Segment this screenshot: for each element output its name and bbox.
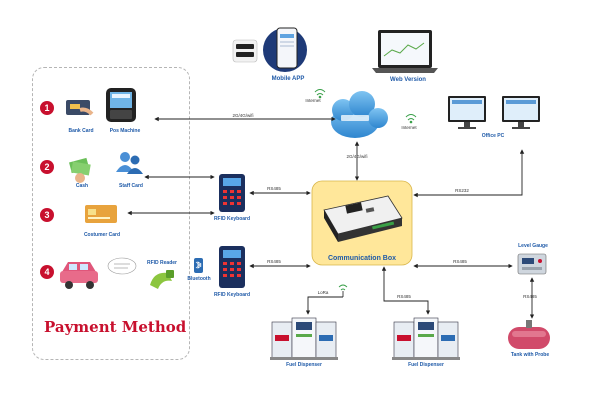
fuel-dispenser-1-icon (270, 317, 338, 360)
communication-box-label: Communication Box (327, 255, 397, 262)
connector-arrows (127, 116, 535, 319)
fuel-dispenser-2-label: Fuel Dispenser (408, 362, 444, 368)
mobile-phone-icon (232, 27, 307, 72)
lora-antenna-icon (338, 284, 348, 297)
rs485-link-2-label: RS485 (267, 259, 281, 264)
laptop-icon (372, 30, 438, 73)
bank-card-icon (66, 100, 94, 116)
staff-card-label: Staff Card (119, 183, 143, 189)
step-number-3: 3 (40, 208, 54, 222)
rs485-tank-link-label: RS485 (523, 294, 537, 299)
wifi-right-icon (405, 114, 417, 124)
bluetooth-label: Bluetooth (187, 276, 211, 282)
fuel-dispenser-1-label: Fuel Dispenser (286, 362, 322, 368)
car-icon (60, 262, 98, 289)
step-number-1: 1 (40, 101, 54, 115)
tank-icon (508, 320, 550, 349)
rfid-keyboard-1-icon (219, 174, 245, 212)
wifi-left-icon (314, 89, 326, 99)
customer-card-label: Costumer Card (83, 232, 121, 238)
staff-card-icon (116, 152, 143, 174)
rfid-keyboard-2-icon (219, 246, 245, 288)
rs485-link-1-label: RS485 (267, 186, 281, 191)
rfid-keyboard-2-label: RFID Keyboard (213, 292, 251, 298)
rs232-link-label: RS232 (455, 188, 469, 193)
rfid-keyboard-1-label: RFID Keyboard (213, 216, 251, 222)
cash-label: Cash (75, 183, 89, 189)
speech-bubble-icon (107, 257, 137, 275)
level-gauge-label: Level Gauge (518, 243, 548, 249)
network-label-vertical: 2G/4G/wifi (346, 154, 368, 159)
web-version-label: Web Version (390, 77, 426, 83)
internet-left-label: Internet (305, 98, 321, 103)
pos-machine-label: Pos Machine (109, 128, 141, 134)
fuel-dispenser-2-icon (392, 317, 460, 360)
cloud-server-icon (331, 91, 388, 138)
communication-box (311, 180, 413, 266)
rfid-reader-icon (150, 270, 174, 289)
cash-icon (69, 157, 91, 183)
bank-card-label: Bank Card (68, 128, 94, 134)
step-number-2: 2 (40, 160, 54, 174)
step-number-4: 4 (40, 265, 54, 279)
office-pc-label: Office PC (481, 133, 505, 139)
level-gauge-icon (517, 253, 547, 275)
pos-machine-icon (106, 88, 136, 122)
mobile-app-label: Mobile APP (271, 76, 305, 82)
bluetooth-icon (194, 258, 203, 273)
tank-label: Tank with Probe (510, 352, 550, 358)
rfid-reader-label: RFID Reader (146, 260, 177, 266)
customer-card-icon (85, 205, 117, 223)
rs485-dispenser-link-label: RS485 (397, 294, 411, 299)
payment-method-title: Payment Method (44, 318, 187, 336)
network-label-top: 2G/4G/wifi (232, 113, 254, 118)
lora-link-label: LoRa (317, 290, 329, 295)
internet-right-label: Internet (401, 125, 417, 130)
rs485-gauge-link-label: RS485 (453, 259, 467, 264)
office-pc-icon (448, 96, 540, 129)
